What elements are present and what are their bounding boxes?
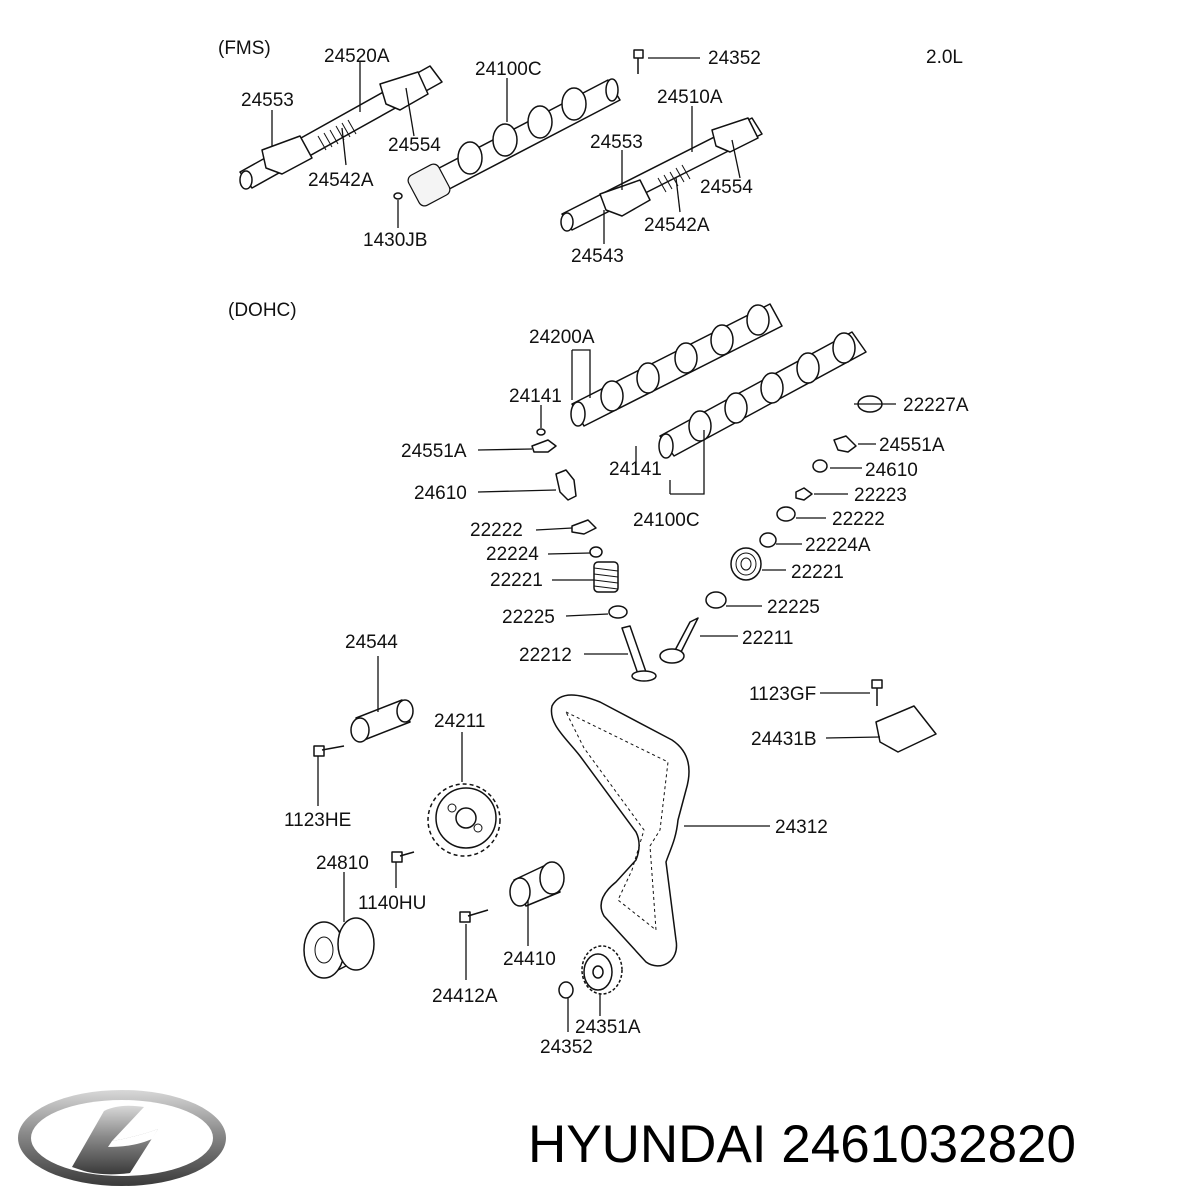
part-number: 24510A (657, 87, 723, 108)
part-number: 24200A (529, 327, 595, 348)
part-number: 22212 (519, 645, 572, 666)
bolt-1140hu (391, 851, 415, 863)
part-number: 22225 (767, 597, 820, 618)
rocker-24610-left (555, 469, 577, 501)
rocker-shaft-right (560, 117, 763, 232)
part-number: 24810 (316, 853, 369, 874)
fms-caption: (FMS) (218, 38, 271, 59)
engine-size-caption: 2.0L (926, 47, 963, 68)
valve-22211 (659, 617, 699, 664)
camshaft-exhaust (658, 331, 867, 459)
part-number: 22221 (490, 570, 543, 591)
part-number: 24553 (241, 90, 294, 111)
seal-22224 (589, 546, 603, 558)
crank-sprocket-24351a (581, 945, 623, 995)
idler-pulley-24810 (303, 917, 375, 979)
sprocket-24211 (427, 783, 501, 857)
part-number: 24100C (475, 59, 542, 80)
bolt-top (633, 49, 644, 59)
part-number: 24542A (644, 215, 710, 236)
sleeve-24544 (350, 699, 414, 743)
part-number: 24141 (509, 386, 562, 407)
tensioner-24410 (509, 861, 565, 907)
spring-seat-22225-left (608, 605, 628, 619)
part-number: 1140HU (358, 893, 426, 914)
part-number: 24610 (414, 483, 467, 504)
hyundai-logo-icon (18, 1090, 226, 1186)
part-number: 24351A (575, 1017, 641, 1038)
part-number: 24542A (308, 170, 374, 191)
part-number: 24554 (388, 135, 441, 156)
bolt-1123he (313, 745, 345, 757)
valve-spring-22221-left (593, 561, 619, 593)
part-number: 1123GF (749, 684, 816, 705)
camshaft-intake (570, 303, 783, 427)
rocker-shaft-left (239, 65, 443, 190)
rocker-24610-right (812, 459, 828, 473)
timing-belt-24312 (550, 694, 690, 967)
dohc-caption: (DOHC) (228, 300, 297, 321)
part-number: 22224 (486, 544, 539, 565)
part-number: 24412A (432, 986, 498, 1007)
pin-24141-left (536, 428, 546, 436)
part-number: 24211 (434, 711, 485, 732)
part-number: 22222 (470, 520, 523, 541)
part-number: 22221 (791, 562, 844, 583)
part-number: 24610 (865, 460, 918, 481)
part-number: 22223 (854, 485, 907, 506)
part-number: 24312 (775, 817, 828, 838)
bolt-1123gf (871, 679, 883, 706)
part-number: 24543 (571, 246, 624, 267)
keeper-22223 (795, 487, 813, 501)
part-number: 22222 (832, 509, 885, 530)
nut-24352 (558, 981, 574, 999)
part-number: 24431B (751, 729, 817, 750)
part-number: 24544 (345, 632, 398, 653)
bolt-24412a (459, 909, 489, 923)
part-number: 22224A (805, 535, 871, 556)
part-number: 24410 (503, 949, 556, 970)
camshaft-fms (407, 78, 621, 207)
seal-22224a (759, 532, 777, 548)
exploded-parts-diagram: (FMS) 2.0L (218, 38, 969, 1058)
part-number: 1123HE (284, 810, 351, 831)
part-number: 24141 (609, 459, 662, 480)
valve-22212 (621, 625, 657, 682)
part-number: 24100C (633, 510, 700, 531)
spring-seat-22225-right (705, 591, 727, 609)
part-number: 24352 (708, 48, 761, 69)
part-number: 24554 (700, 177, 753, 198)
brand-part-title: HYUNDAI 2461032820 (528, 1115, 1077, 1174)
retainer-22222-left (571, 519, 597, 535)
part-number: 24352 (540, 1037, 593, 1058)
part-number: 22211 (742, 628, 793, 649)
valve-spring-22221-right (730, 547, 762, 581)
part-number: 24551A (401, 441, 467, 462)
pin-1430jb (393, 192, 403, 200)
part-number: 22227A (903, 395, 969, 416)
lash-adjuster-24551a-left (531, 439, 557, 453)
part-number: 22225 (502, 607, 555, 628)
part-number: 24520A (324, 46, 390, 67)
dohc-leader-lines (477, 349, 896, 655)
plate-24431b (875, 705, 937, 753)
part-number: 24553 (590, 132, 643, 153)
retainer-22222-right (776, 506, 796, 522)
fms-leader-lines (271, 57, 741, 244)
part-number: 1430JB (363, 230, 427, 251)
lash-adjuster-24551a-right (833, 435, 857, 453)
timing-leader-lines (317, 656, 881, 1032)
part-number: 24551A (879, 435, 945, 456)
